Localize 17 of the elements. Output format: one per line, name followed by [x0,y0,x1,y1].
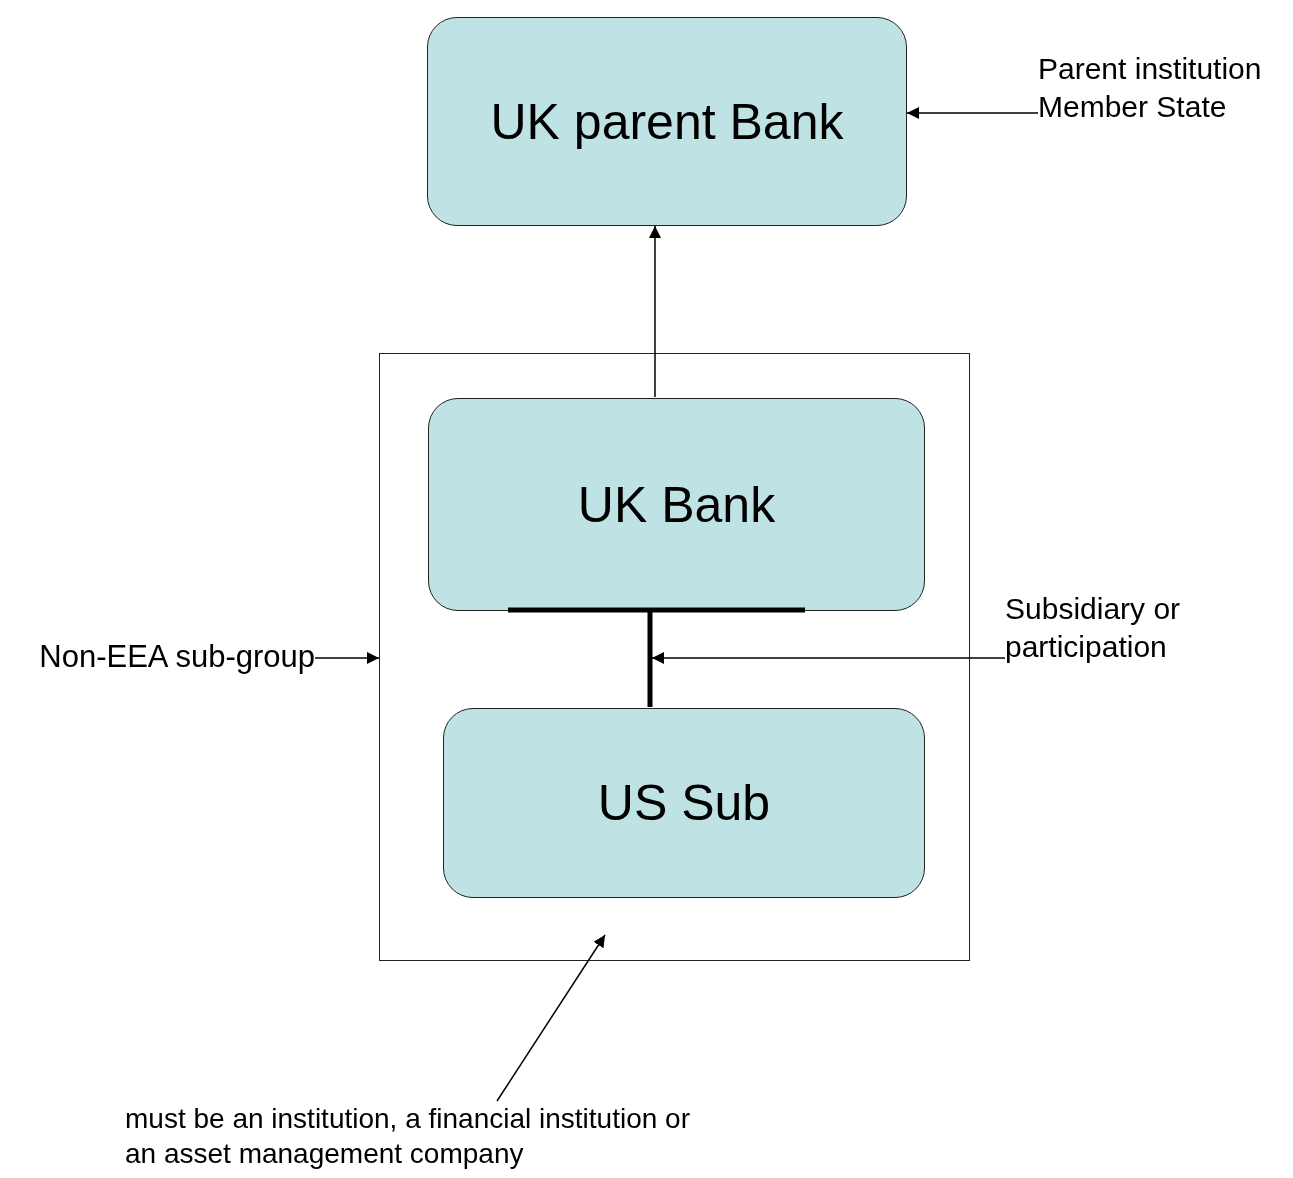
box-label: US Sub [597,774,771,832]
annotation-text: Subsidiary or participation [1005,590,1235,674]
box-label: UK Bank [577,475,776,534]
arrow [906,107,1039,119]
annotation-text: Non-EEA sub-group [8,638,315,678]
entity-box [428,398,925,611]
box-label: UK parent Bank [490,92,844,151]
arrow [649,225,661,398]
arrow [496,934,606,1102]
annotation-text: Parent institution Member State [1038,50,1293,134]
entity-box [443,708,925,898]
connector-line [505,607,808,710]
arrow [651,652,1006,664]
entity-box [427,17,907,226]
annotation-text: must be an institution, a financial institution or an asset management company [125,1101,705,1175]
arrow [314,652,380,664]
group-box [379,353,970,961]
